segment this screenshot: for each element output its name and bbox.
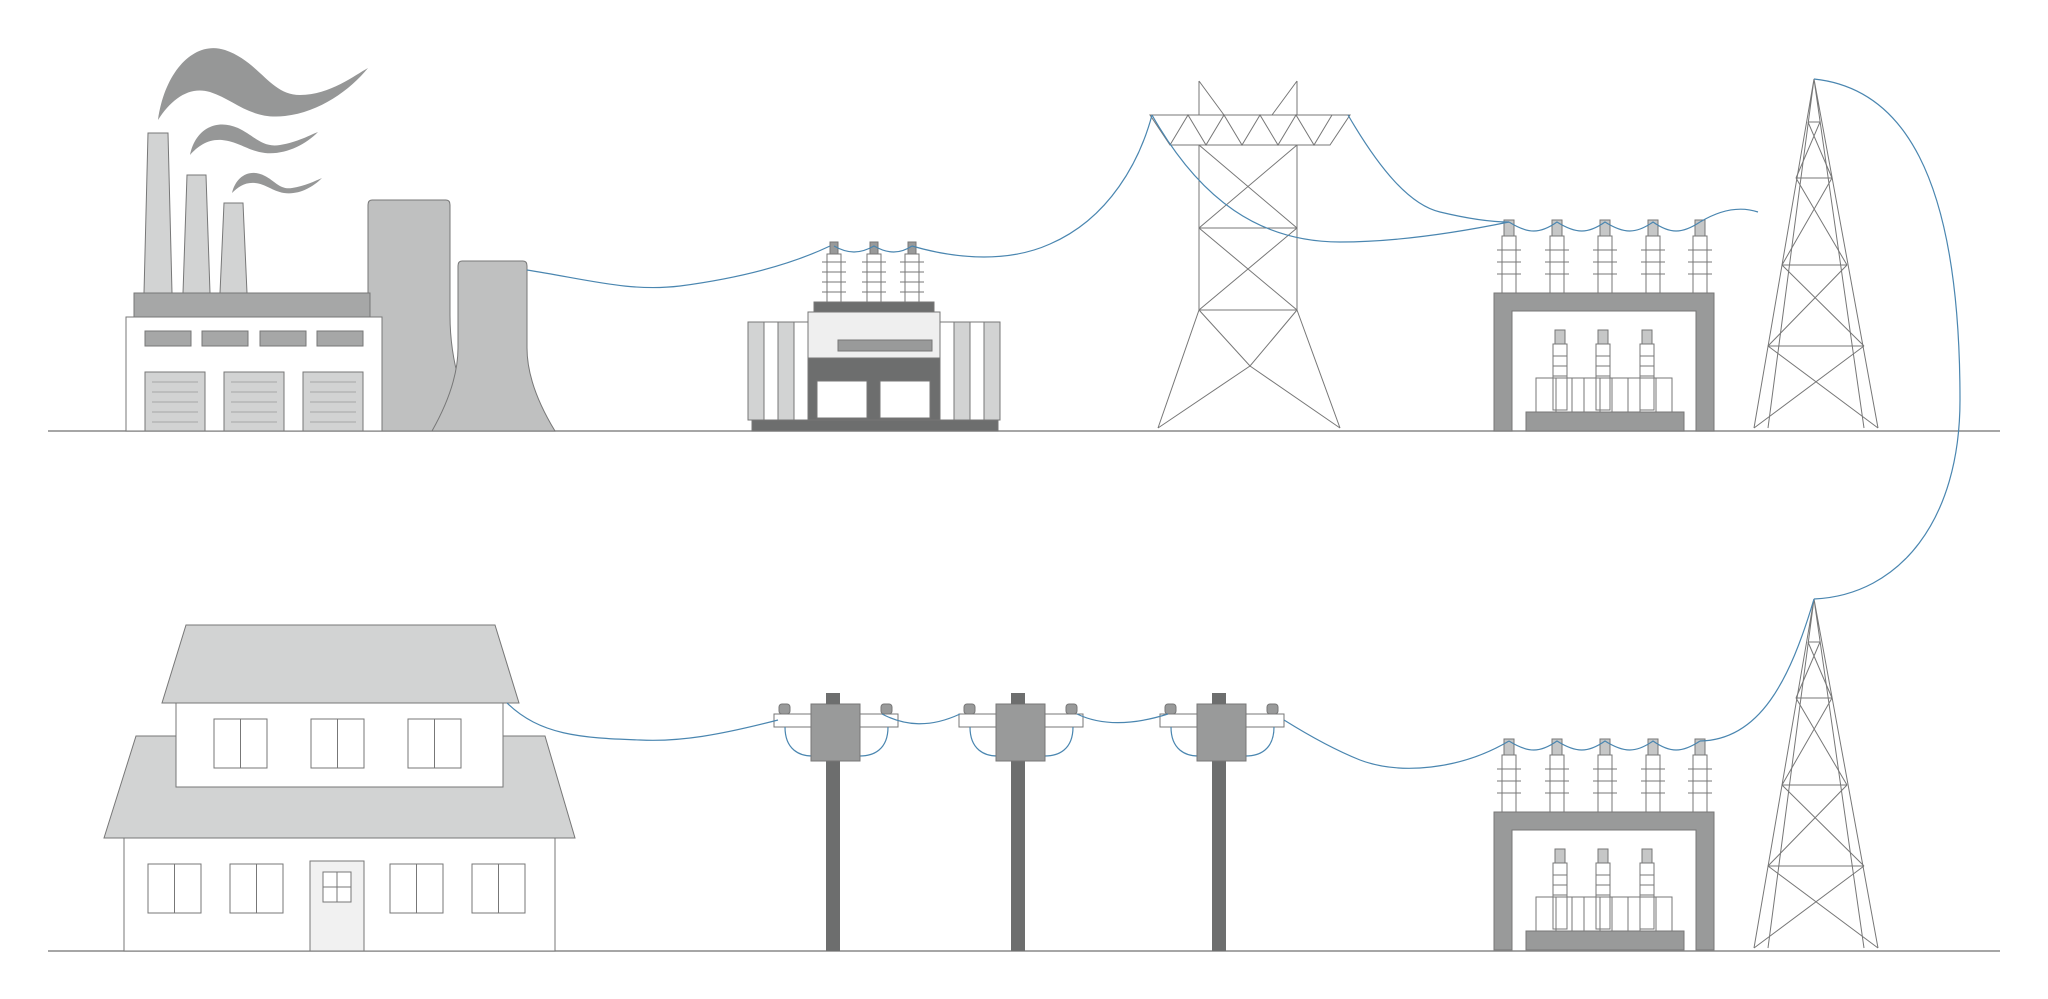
transmission-substation bbox=[1493, 219, 1715, 432]
radiator-fin bbox=[793, 321, 809, 421]
transformer-opening bbox=[879, 380, 931, 419]
radiator-fin bbox=[777, 321, 795, 421]
step-up-transformer bbox=[747, 241, 1001, 432]
window bbox=[389, 863, 444, 914]
window bbox=[147, 863, 202, 914]
radiator-fin bbox=[983, 321, 1001, 421]
house bbox=[103, 624, 576, 952]
line-tower-to-substation-a bbox=[1151, 114, 1510, 243]
factory-roof bbox=[133, 292, 371, 318]
upper-roof bbox=[161, 624, 520, 704]
pole-transformer bbox=[810, 703, 861, 762]
line-distribution-bushings bbox=[1508, 740, 1701, 751]
window bbox=[471, 863, 526, 914]
window bbox=[213, 718, 268, 769]
pole-shaft bbox=[1212, 760, 1226, 951]
radiator-fin bbox=[953, 321, 971, 421]
pole-shaft bbox=[826, 760, 840, 951]
jumper-wire bbox=[784, 726, 889, 757]
garage-door bbox=[302, 371, 364, 432]
pole-cap bbox=[1212, 693, 1226, 704]
insulator bbox=[1164, 703, 1177, 715]
line-substation-bushings bbox=[1508, 221, 1701, 232]
factory-window bbox=[144, 330, 192, 347]
front-door bbox=[309, 860, 365, 952]
chimney-1 bbox=[143, 132, 173, 294]
line-tower-to-substation-b bbox=[1347, 114, 1510, 223]
line-distribution-to-pole3 bbox=[1283, 719, 1510, 769]
substation-base bbox=[1525, 930, 1685, 951]
line-transformer-to-tower bbox=[911, 114, 1153, 258]
line-pole1-to-house bbox=[506, 702, 779, 741]
chimney-2 bbox=[182, 174, 211, 294]
inner-bushings bbox=[1552, 329, 1655, 411]
transformer-label-plate bbox=[837, 339, 933, 352]
line-plant-to-transformer bbox=[526, 245, 831, 289]
factory-window bbox=[201, 330, 249, 347]
bushing bbox=[900, 241, 924, 303]
inner-bushings bbox=[1552, 848, 1655, 930]
smoke-medium bbox=[190, 124, 318, 155]
bushing bbox=[822, 241, 846, 303]
bushing bbox=[862, 241, 886, 303]
chimney-3 bbox=[219, 202, 248, 294]
utility-pole-2 bbox=[958, 693, 1084, 951]
top-bushings bbox=[1497, 219, 1712, 294]
radiator-fin bbox=[969, 321, 985, 421]
line-pole3-to-pole2 bbox=[1076, 713, 1169, 724]
line-substation-to-tower bbox=[1699, 208, 1759, 223]
radiator-fin bbox=[747, 321, 765, 421]
pole-transformer bbox=[995, 703, 1046, 762]
radiator-fin bbox=[763, 321, 779, 421]
cooling-tower-small bbox=[431, 260, 556, 432]
window bbox=[407, 718, 462, 769]
radiator-fin bbox=[939, 321, 955, 421]
top-bushings bbox=[1497, 738, 1712, 813]
factory-window bbox=[316, 330, 364, 347]
insulator bbox=[778, 703, 791, 715]
pole-shaft bbox=[1011, 760, 1025, 951]
high-voltage-tower-top bbox=[1753, 78, 1879, 429]
line-pole2-to-pole1 bbox=[881, 713, 961, 725]
insulator bbox=[1266, 703, 1279, 715]
line-tower-to-distribution bbox=[1699, 598, 1815, 742]
utility-pole-1 bbox=[773, 693, 899, 951]
line-transformer-bushings bbox=[833, 245, 913, 253]
window bbox=[229, 863, 284, 914]
substation-base bbox=[1525, 411, 1685, 432]
window bbox=[310, 718, 365, 769]
line-tower-loop bbox=[1813, 78, 1961, 600]
pole-cap bbox=[826, 693, 840, 704]
smoke-small bbox=[232, 172, 322, 194]
transformer-skid bbox=[751, 419, 999, 432]
pole-cap bbox=[1011, 693, 1025, 704]
factory-window bbox=[259, 330, 307, 347]
insulator bbox=[1065, 703, 1078, 715]
insulator bbox=[880, 703, 893, 715]
transformer-top bbox=[813, 301, 935, 313]
power-lines bbox=[506, 78, 1961, 769]
distribution-substation bbox=[1493, 738, 1715, 951]
power-plant bbox=[125, 48, 556, 432]
substation-frame bbox=[1493, 811, 1715, 951]
jumper-wire bbox=[969, 726, 1074, 757]
transformer-opening bbox=[816, 380, 868, 419]
transmission-tower bbox=[1149, 80, 1351, 429]
high-voltage-tower-bottom bbox=[1753, 598, 1879, 949]
utility-pole-3 bbox=[1159, 693, 1285, 951]
substation-frame bbox=[1493, 292, 1715, 432]
jumper-wire bbox=[1170, 726, 1275, 757]
insulator bbox=[963, 703, 976, 715]
garage-door bbox=[223, 371, 285, 432]
garage-door bbox=[144, 371, 206, 432]
pole-transformer bbox=[1196, 703, 1247, 762]
smoke-large bbox=[158, 48, 368, 120]
